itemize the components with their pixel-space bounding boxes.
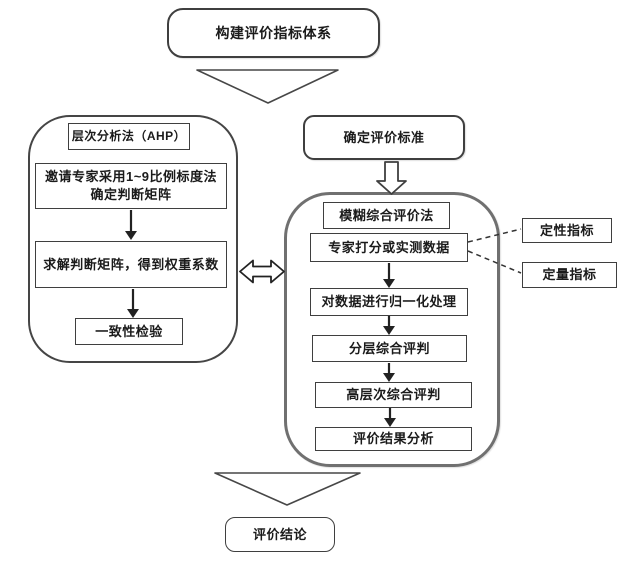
node-fuzzy-step3: 分层综合评判 [312, 335, 467, 362]
dashed-connector-quantitative [467, 250, 522, 274]
block-arrow-down-icon [376, 161, 407, 195]
node-ahp-step2: 求解判断矩阵，得到权重系数 [35, 241, 227, 288]
node-fuzzy-title: 模糊综合评价法 [323, 202, 450, 229]
triangle-down-bottom-icon [214, 472, 361, 506]
dashed-connector-qualitative [467, 228, 522, 243]
node-ahp-step3: 一致性检验 [75, 318, 183, 345]
arrow-fuzzy-step1-step2 [383, 263, 395, 288]
arrow-fuzzy-step4-step5 [384, 408, 396, 427]
node-fuzzy-step5: 评价结果分析 [315, 427, 472, 451]
node-build-index-system: 构建评价指标体系 [167, 8, 380, 58]
node-ahp-title: 层次分析法（AHP） [68, 123, 190, 150]
arrow-ahp-step2-step3 [127, 289, 139, 318]
triangle-down-top-icon [196, 69, 339, 104]
arrow-fuzzy-step3-step4 [383, 363, 395, 382]
node-qualitative-indicator: 定性指标 [522, 218, 612, 243]
node-fuzzy-step1: 专家打分或实测数据 [310, 233, 468, 262]
node-fuzzy-step4: 高层次综合评判 [315, 382, 472, 408]
node-ahp-step1: 邀请专家采用1~9比例标度法确定判断矩阵 [35, 163, 227, 209]
node-conclusion: 评价结论 [225, 517, 335, 552]
node-criteria: 确定评价标准 [303, 115, 465, 160]
node-fuzzy-step2: 对数据进行归一化处理 [310, 288, 468, 316]
arrow-ahp-step1-step2 [125, 210, 137, 240]
arrow-fuzzy-step2-step3 [383, 316, 395, 335]
node-quantitative-indicator: 定量指标 [522, 262, 617, 288]
double-arrow-horizontal-icon [239, 259, 285, 284]
